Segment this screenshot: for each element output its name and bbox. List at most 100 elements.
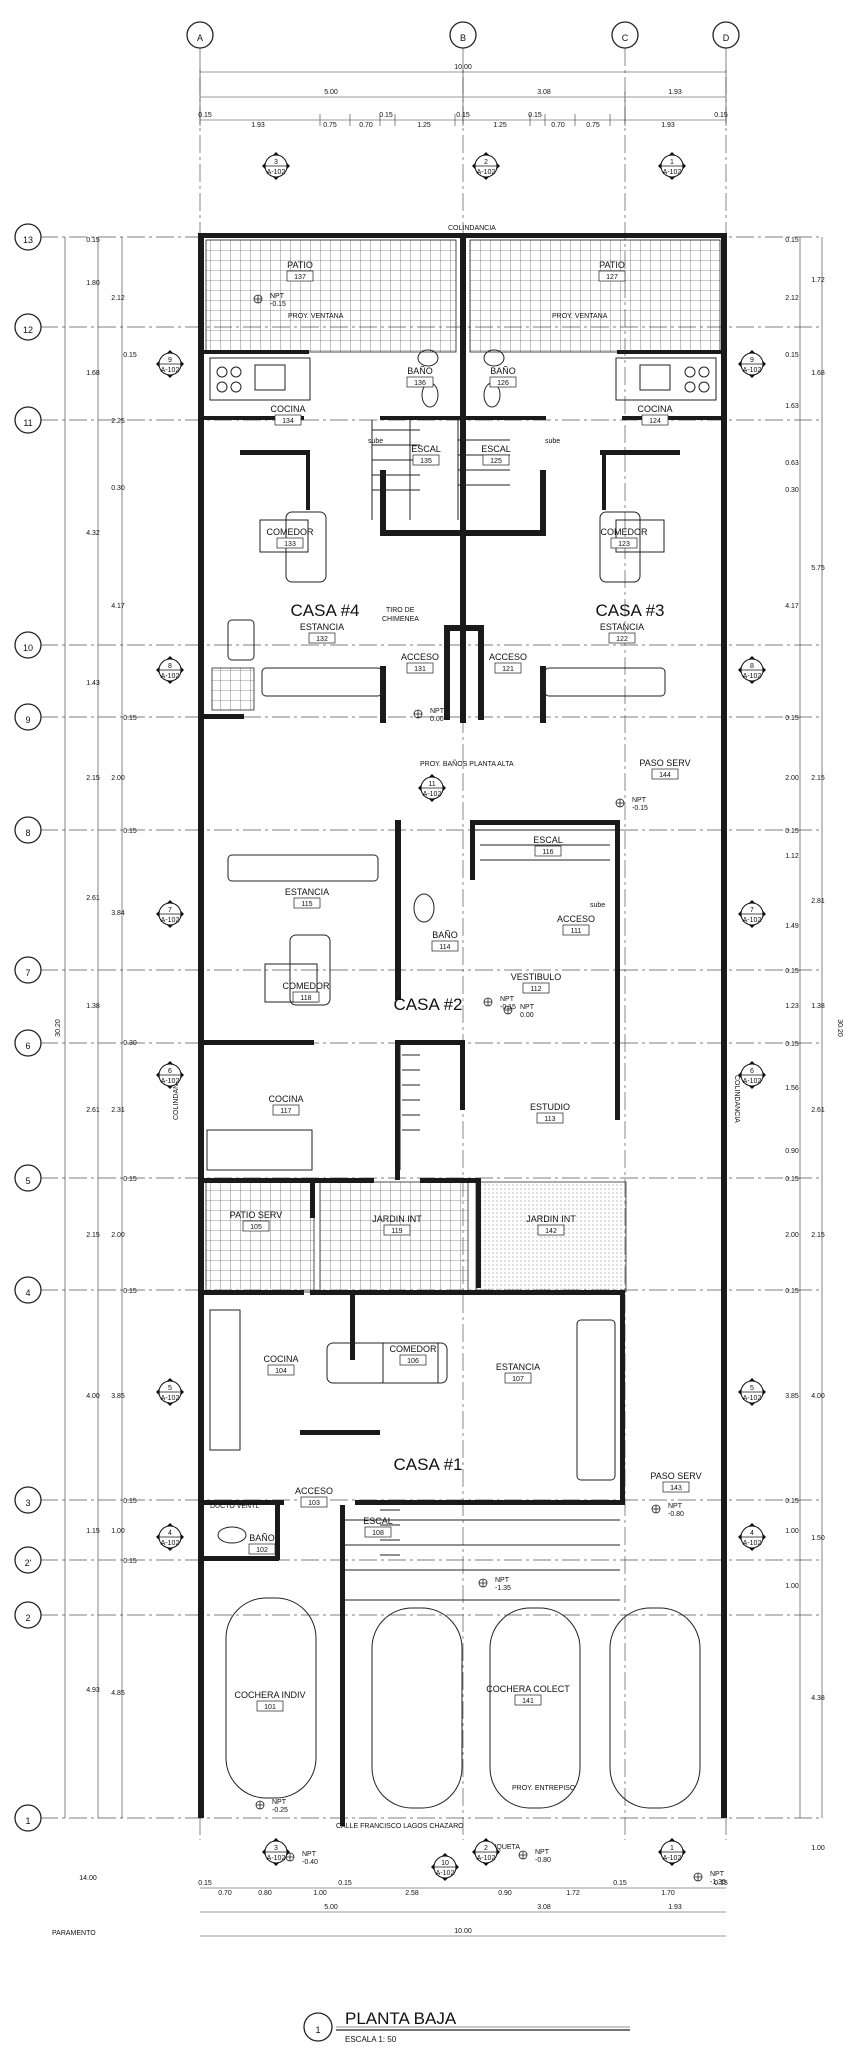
section-marker: 8A-102 (738, 656, 766, 684)
svg-text:1.25: 1.25 (493, 122, 507, 129)
room-number: 133 (284, 541, 296, 548)
svg-text:1.49: 1.49 (785, 923, 799, 930)
svg-text:0.15: 0.15 (785, 1498, 799, 1505)
svg-text:3.85: 3.85 (111, 1393, 125, 1400)
svg-text:0.15: 0.15 (198, 112, 212, 119)
svg-text:2.61: 2.61 (86, 1107, 100, 1114)
house-labels: CASA #4 CASA #3 CASA #2 CASA #1 (291, 601, 665, 1474)
room-number: 119 (391, 1228, 402, 1235)
section-marker: 8A-102 (156, 656, 184, 684)
npt-mark: NPT-0.15 (483, 996, 516, 1011)
tiro-label: TIRO DE (386, 607, 415, 614)
room-name: ACCESO (557, 914, 595, 924)
npt-mark: NPT-1.35 (693, 1871, 726, 1886)
room-number: 134 (282, 418, 294, 425)
npt-label: NPT (302, 1851, 317, 1858)
svg-text:0.15: 0.15 (338, 1880, 352, 1887)
level-marks: NPT-0.15NPT0.00NPT-0.15NPT0.00NPT-0.15NP… (253, 293, 726, 1886)
section-sheet: A-102 (743, 367, 762, 374)
axis-label-5: 5 (25, 1176, 30, 1186)
room-name: BAÑO (407, 366, 433, 376)
npt-label: NPT (500, 996, 515, 1003)
room-number: 126 (497, 380, 509, 387)
section-number: 6 (750, 1068, 754, 1075)
section-number: 7 (168, 907, 172, 914)
svg-text:2.61: 2.61 (86, 895, 100, 902)
room-number: 114 (439, 944, 450, 951)
section-number: 7 (750, 907, 754, 914)
section-marker: 1A-102 (658, 152, 686, 180)
room-number: 125 (490, 458, 502, 465)
svg-text:1.50: 1.50 (811, 1535, 825, 1542)
left-dimensions: 0.15 1.80 2.12 0.15 1.68 2.25 0.30 4.32 … (55, 237, 137, 1882)
room-labels: PATIO137PATIO127BAÑO136BAÑO126COCINA134C… (230, 260, 702, 1712)
svg-text:0.15: 0.15 (123, 1176, 137, 1183)
section-sheet: A-102 (663, 1855, 682, 1862)
section-sheet: A-102 (477, 1855, 496, 1862)
top-axis-labels: A B C D (186, 21, 740, 49)
svg-text:0.70: 0.70 (218, 1890, 232, 1897)
title-ref-number: 1 (315, 2025, 320, 2035)
section-marker: 5A-102 (156, 1378, 184, 1406)
svg-text:0.15: 0.15 (123, 1498, 137, 1505)
section-number: 9 (168, 357, 172, 364)
axis-label-c: C (622, 33, 629, 43)
section-number: 11 (428, 781, 435, 788)
npt-mark: NPT-0.40 (285, 1851, 318, 1866)
npt-label: NPT (535, 1849, 550, 1856)
npt-mark: NPT-0.80 (651, 1503, 684, 1518)
svg-text:0.15: 0.15 (123, 828, 137, 835)
room-number: 111 (571, 928, 582, 935)
svg-text:5.75: 5.75 (811, 565, 825, 572)
section-number: 8 (168, 663, 172, 670)
svg-text:1.70: 1.70 (661, 1890, 675, 1897)
svg-text:0.15: 0.15 (123, 715, 137, 722)
svg-text:3.08: 3.08 (537, 89, 551, 96)
sube-label-casa2: sube (590, 902, 605, 909)
svg-text:0.15: 0.15 (528, 112, 542, 119)
svg-text:2.00: 2.00 (111, 1232, 125, 1239)
svg-text:2.15: 2.15 (86, 1232, 100, 1239)
section-number: 4 (750, 1530, 754, 1537)
axis-label-b: B (460, 33, 466, 43)
svg-text:0.75: 0.75 (586, 122, 600, 129)
section-number: 1 (670, 1845, 674, 1852)
room-number: 144 (659, 772, 671, 779)
npt-mark: NPT-0.15 (253, 293, 286, 308)
npt-label: NPT (430, 708, 445, 715)
section-marker: 4A-102 (738, 1523, 766, 1551)
svg-text:1.72: 1.72 (811, 277, 825, 284)
axis-label-10: 10 (23, 643, 33, 653)
npt-label: NPT (270, 293, 285, 300)
proy-banos-label: PROY. BAÑOS PLANTA ALTA (420, 759, 514, 768)
npt-value: -0.25 (272, 1807, 288, 1814)
section-marker: 7A-102 (156, 900, 184, 928)
title-block: 1 PLANTA BAJA ESCALA 1: 50 (303, 2009, 630, 2044)
colindancia-top: COLINDANCIA (448, 225, 496, 232)
section-marker: 6A-102 (156, 1061, 184, 1089)
bottom-dimensions: 0.15 0.70 0.80 1.00 0.15 2.58 0.90 1.72 … (198, 1880, 728, 1937)
section-number: 1 (670, 159, 674, 166)
room-number: 117 (280, 1108, 291, 1115)
colindancia-left: COLINDANCIA (173, 1072, 180, 1120)
svg-text:5.00: 5.00 (324, 1904, 338, 1911)
npt-label: NPT (632, 797, 647, 804)
room-number: 132 (316, 636, 328, 643)
npt-value: -0.80 (668, 1511, 684, 1518)
section-number: 2 (484, 159, 488, 166)
room-name: ESTANCIA (600, 622, 644, 632)
room-name: BAÑO (432, 930, 458, 940)
svg-text:0.15: 0.15 (785, 1041, 799, 1048)
proy-ventana-right: PROY. VENTANA (552, 313, 608, 320)
colindancia-right: COLINDANCIA (733, 1075, 740, 1123)
axis-label-8: 8 (25, 828, 30, 838)
section-sheet: A-102 (267, 169, 286, 176)
